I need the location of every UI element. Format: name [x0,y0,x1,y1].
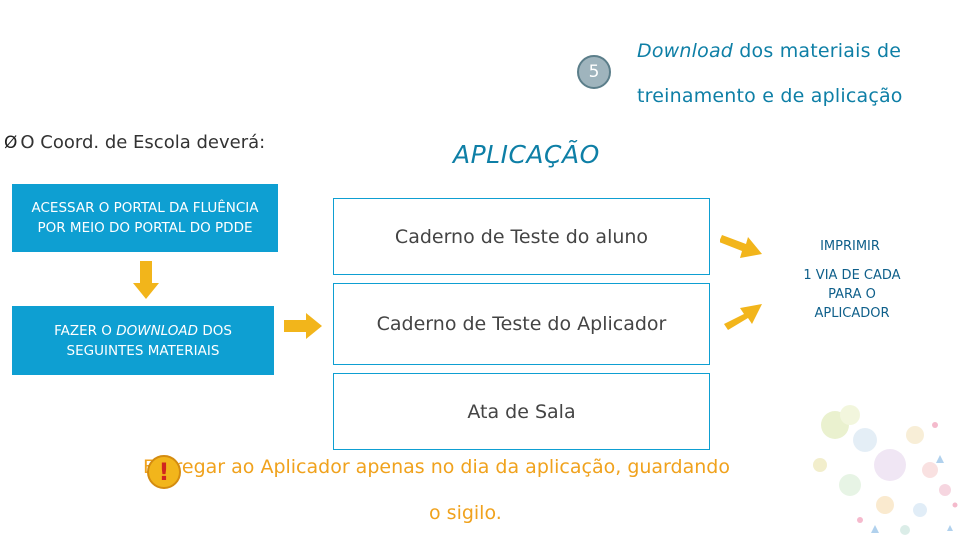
download-word: Download [637,40,734,62]
diagonal-arrow-icon [720,235,762,258]
access-portal-text: ACESSAR O PORTAL DA FLUÊNCIA POR MEIO DO… [31,200,259,236]
material-box-room-record: Ata de Sala [333,373,710,450]
exclamation-icon: ! [147,455,181,489]
print-label: IMPRIMIR [820,239,880,254]
diagonal-arrow-icon [724,304,762,330]
header-line-2: treinamento e de aplicação [637,85,903,107]
material-label: Caderno de Teste do Aplicador [376,313,667,335]
header-line-1: Download dos materiais de [637,40,901,62]
copies-label: 1 VIA DE CADA PARA O APLICADOR [803,268,901,321]
step-number: 5 [588,62,600,82]
header-line-1-rest: dos materiais de [733,40,902,62]
download-materials-italic: DOWNLOAD [116,322,199,339]
download-materials-text: FAZER O DOWNLOAD DOS SEGUINTES MATERIAIS [18,321,268,361]
delivery-note-line-2: o sigilo. [429,502,502,524]
coordinator-text: O Coord. de Escola deverá: [20,132,266,153]
download-materials-box: FAZER O DOWNLOAD DOS SEGUINTES MATERIAIS [12,306,274,375]
material-label: Caderno de Teste do aluno [394,225,649,248]
step-number-badge: 5 [577,55,611,89]
material-box-student-test: Caderno de Teste do aluno [333,198,710,275]
right-arrow-icon [284,313,322,339]
decorative-flowers-icon [813,405,958,535]
download-materials-pre: FAZER O [54,322,117,339]
material-label: Ata de Sala [467,400,576,423]
alert-symbol: ! [158,458,170,486]
delivery-note-line-1: Entregar ao Aplicador apenas no dia da a… [143,456,730,478]
down-arrow-icon [133,261,159,299]
access-portal-box: ACESSAR O PORTAL DA FLUÊNCIA POR MEIO DO… [12,184,278,252]
material-box-applicator-test: Caderno de Teste do Aplicador [333,283,710,365]
download-materials-post: DOS SEGUINTES MATERIAIS [66,322,232,359]
section-title: APLICAÇÃO [453,140,600,169]
arrow-bullet-icon: Ø [4,133,18,153]
